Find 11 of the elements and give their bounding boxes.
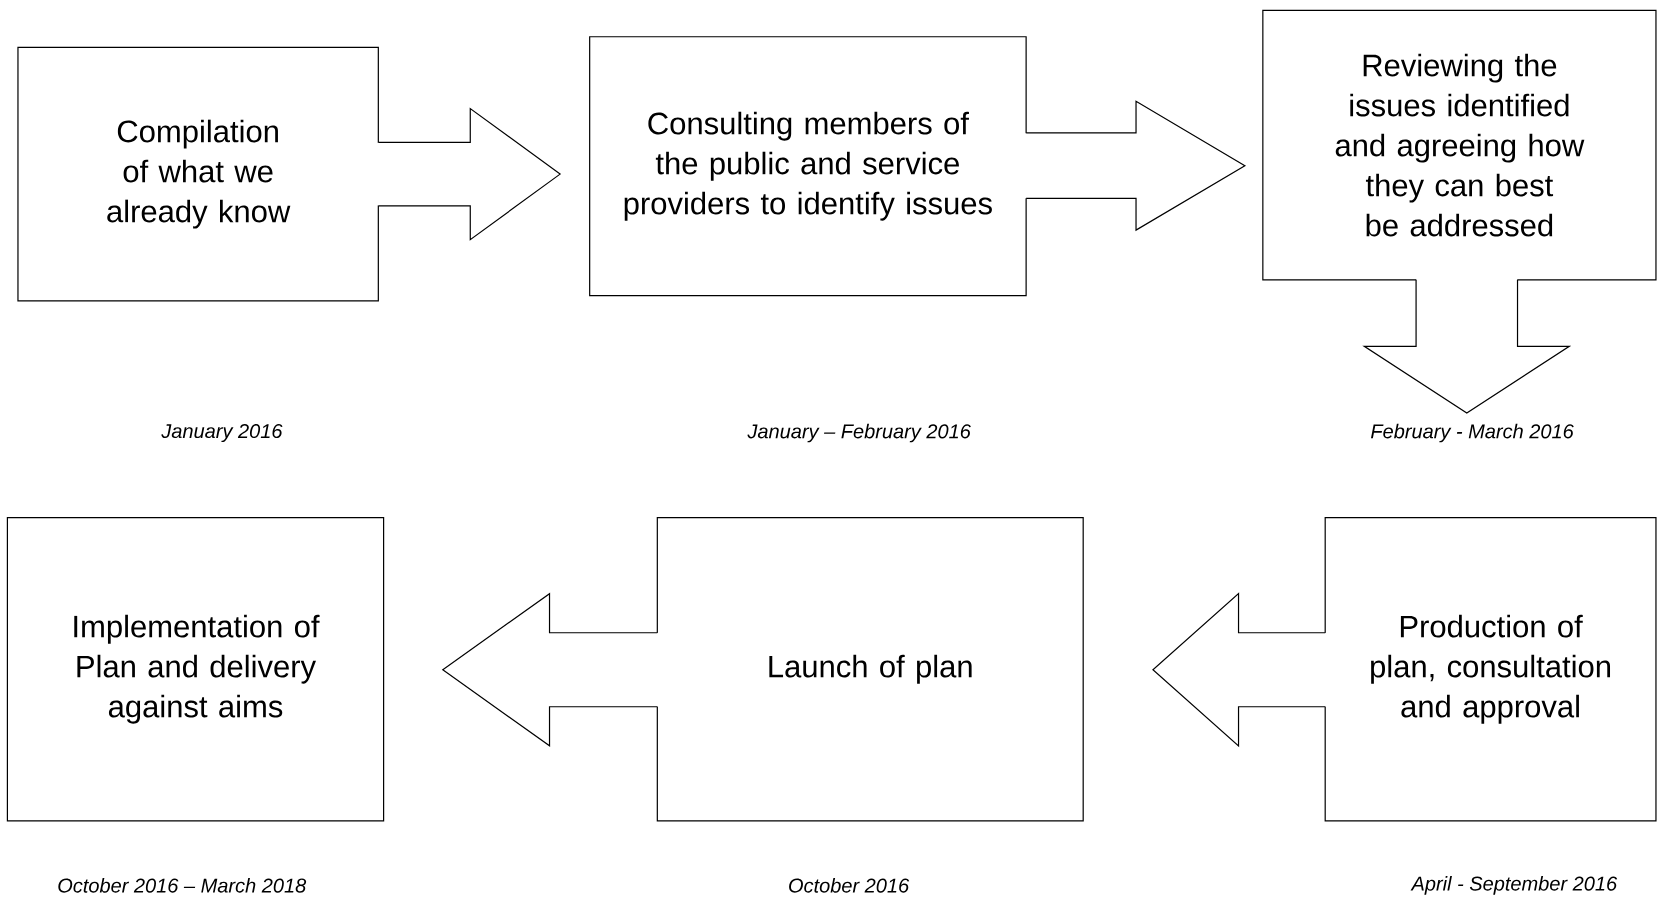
arrow-box: Compilation of what we already know [17, 46, 562, 302]
date-label: April - September 2016 [1410, 876, 1618, 895]
date-label: October 2016 [789, 878, 910, 893]
date-label: January 2016 [161, 424, 283, 443]
date-label: February - March 2016 [1371, 423, 1574, 443]
arrow-box: Launch of plan [441, 516, 1084, 822]
arrow-box: Production of plan, consultation and approval [1152, 516, 1657, 822]
arrow-box: Consulting members of the public and service providers to identify issues [589, 36, 1247, 297]
date-label: October 2016 – March 2018 [58, 878, 307, 893]
arrow-box: Reviewing the issues identified and agreeing how they can best be addressed [1262, 9, 1657, 414]
date-label: January – February 2016 [747, 423, 971, 443]
